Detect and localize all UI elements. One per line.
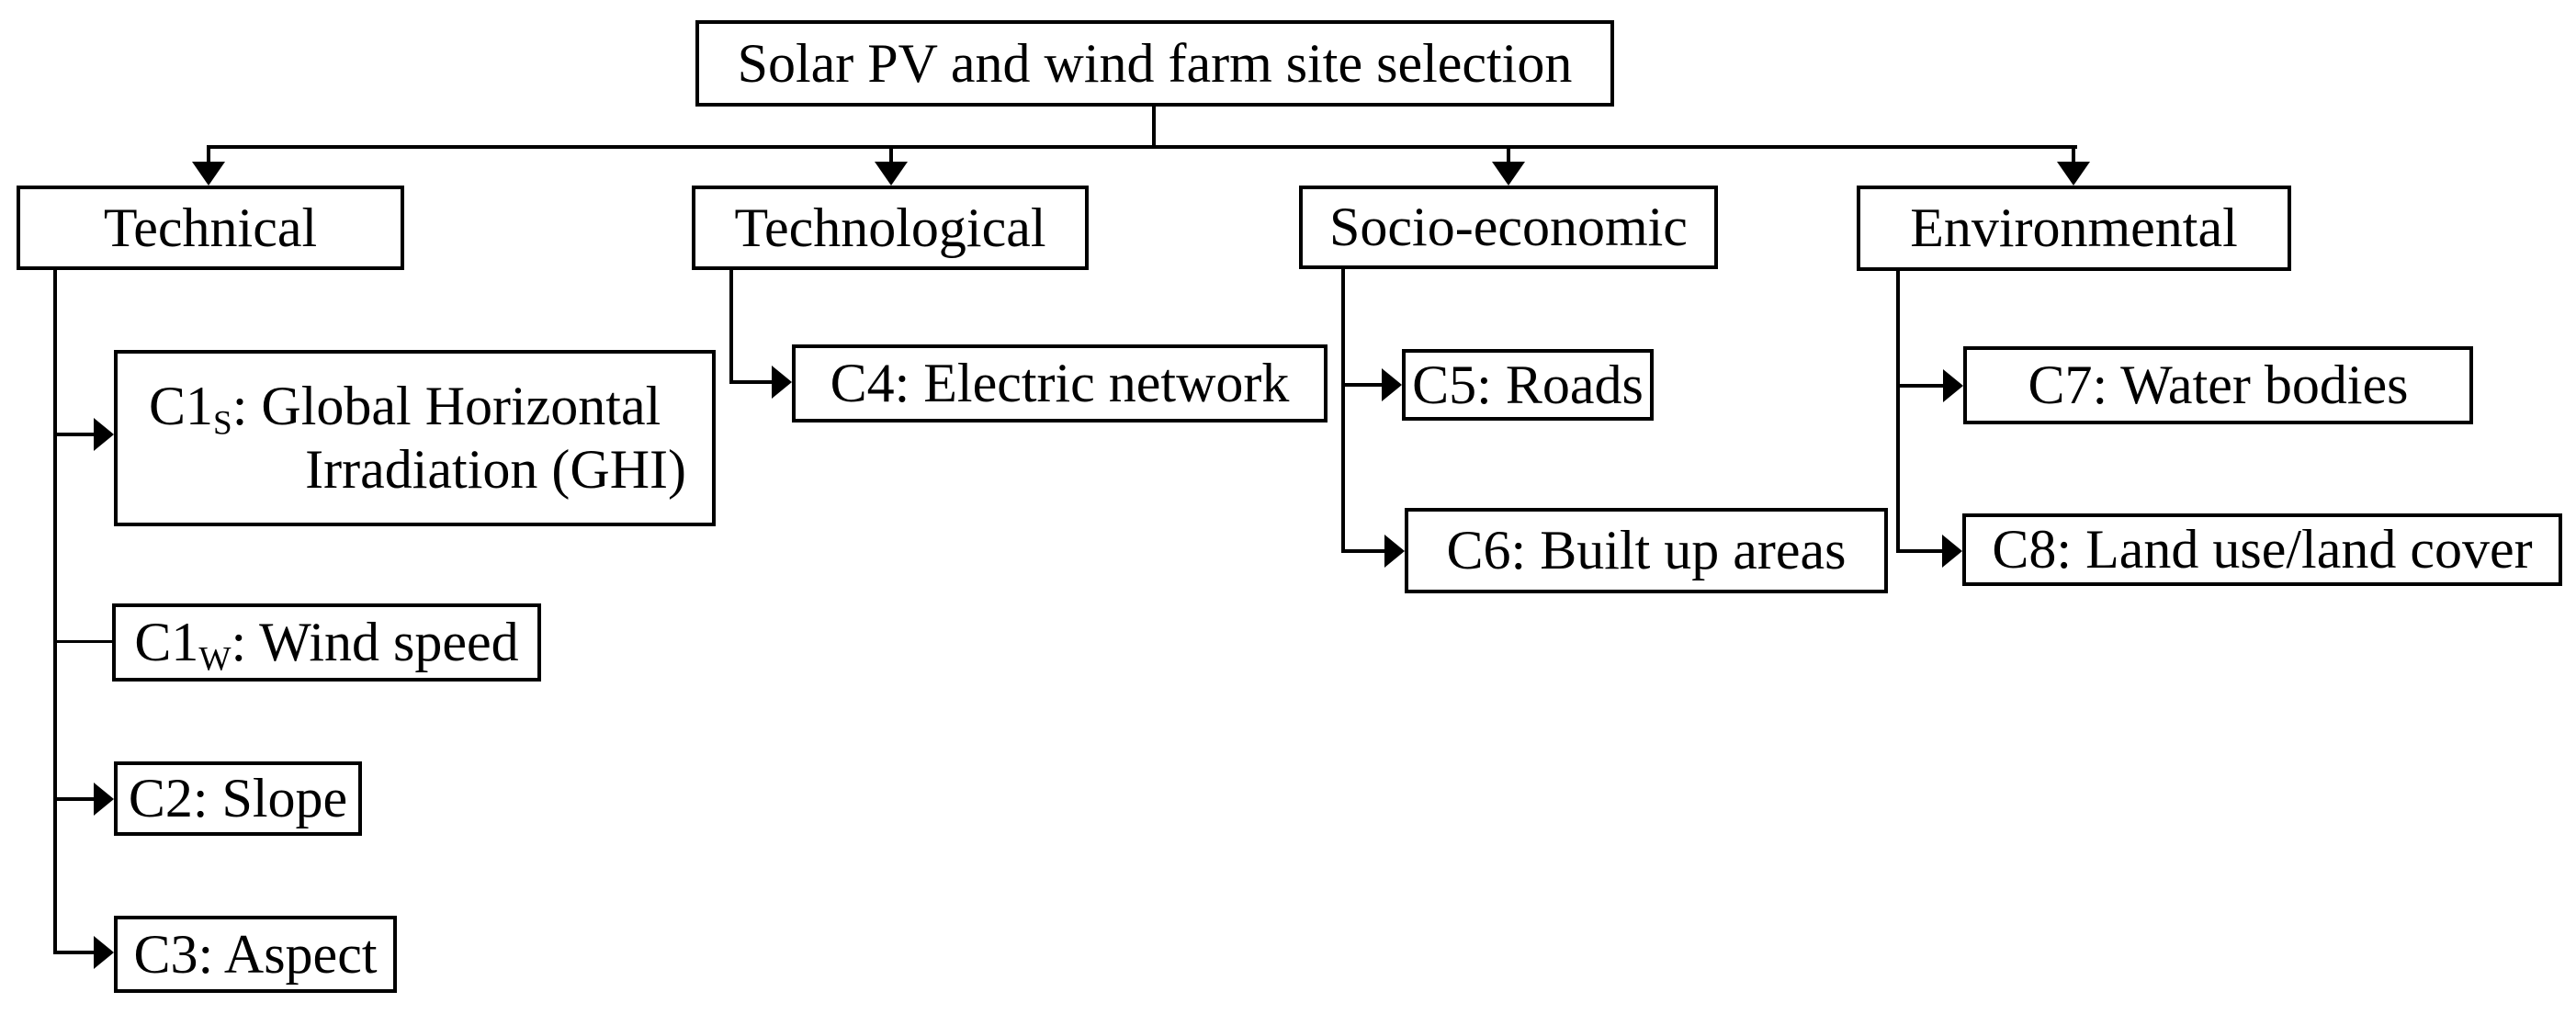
criterion-c1s-line2: Irradiation (GHI) <box>305 439 686 500</box>
criterion-c4-label: C4: Electric network <box>830 353 1290 413</box>
criterion-box-c1w-wind-speed: C1W: Wind speed <box>112 603 541 682</box>
arrowhead-right-c3-icon <box>94 936 114 969</box>
criterion-box-c7-water-bodies: C7: Water bodies <box>1963 346 2473 424</box>
connector-branch-c4 <box>729 380 774 384</box>
criterion-c1s-line1: C1S: Global Horizontal <box>118 375 712 441</box>
arrowhead-down-socio-economic-icon <box>1492 162 1525 186</box>
category-box-socio-economic: Socio-economic <box>1299 186 1718 269</box>
arrowhead-right-c1s-icon <box>94 418 114 451</box>
arrowhead-right-c2-icon <box>94 783 114 816</box>
connector-trunk-socio-economic <box>1341 267 1345 553</box>
criterion-c1w-label: C1W: Wind speed <box>134 611 519 677</box>
criterion-box-c1s-ghi: C1S: Global Horizontal Irradiation (GHI) <box>114 350 716 526</box>
connector-branch-c8 <box>1896 549 1942 553</box>
criterion-c2-label: C2: Slope <box>128 768 348 828</box>
connector-bus <box>207 145 2077 149</box>
criterion-box-c4-electric-network: C4: Electric network <box>792 344 1328 422</box>
criterion-box-c3-aspect: C3: Aspect <box>114 916 397 993</box>
category-box-technological: Technological <box>692 186 1089 270</box>
category-label-environmental: Environmental <box>1910 197 2238 258</box>
arrowhead-down-environmental-icon <box>2057 162 2090 186</box>
arrowhead-right-c6-icon <box>1384 535 1405 568</box>
criterion-c1s-prefix: C1 <box>149 376 214 436</box>
root-label: Solar PV and wind farm site selection <box>737 32 1573 94</box>
criterion-c3-label: C3: Aspect <box>133 923 378 985</box>
arrowhead-right-c8-icon <box>1942 535 1962 568</box>
connector-stem-technological <box>889 147 893 163</box>
connector-trunk-technical <box>53 268 57 954</box>
criterion-c1s-subscript: S <box>213 404 232 443</box>
arrowhead-right-c4-icon <box>772 366 792 399</box>
criterion-c5-label: C5: Roads <box>1412 354 1644 415</box>
category-box-environmental: Environmental <box>1857 186 2291 271</box>
connector-stem-socio-economic <box>1507 147 1510 163</box>
arrowhead-right-c7-icon <box>1943 369 1963 402</box>
category-label-socio-economic: Socio-economic <box>1329 197 1688 257</box>
connector-root-stub <box>1152 105 1156 147</box>
connector-trunk-environmental <box>1896 269 1900 553</box>
connector-branch-c6 <box>1341 549 1384 553</box>
criterion-box-c5-roads: C5: Roads <box>1402 349 1654 421</box>
criterion-c1w-prefix: C1 <box>134 612 199 672</box>
category-label-technological: Technological <box>734 197 1046 258</box>
criterion-c1w-rest: : Wind speed <box>231 612 519 672</box>
arrowhead-down-technological-icon <box>875 162 908 186</box>
criterion-c6-label: C6: Built up areas <box>1446 520 1847 580</box>
criterion-c1s-line1-rest: : Global Horizontal <box>232 376 661 436</box>
arrowhead-down-technical-icon <box>192 162 225 186</box>
arrowhead-right-c5-icon <box>1382 368 1402 401</box>
criterion-c7-label: C7: Water bodies <box>2028 355 2409 415</box>
criterion-c1w-subscript: W <box>198 640 232 679</box>
criterion-box-c2-slope: C2: Slope <box>114 761 362 836</box>
criterion-box-c8-land-use: C8: Land use/land cover <box>1962 513 2562 586</box>
connector-stem-technical <box>207 147 210 163</box>
connector-branch-c1s <box>53 433 96 436</box>
category-label-technical: Technical <box>103 197 318 258</box>
connector-branch-c2 <box>53 797 96 801</box>
connector-branch-c7 <box>1896 384 1943 388</box>
criterion-box-c6-built-up-areas: C6: Built up areas <box>1405 508 1888 593</box>
root-box: Solar PV and wind farm site selection <box>695 20 1614 107</box>
connector-trunk-technological <box>729 266 733 384</box>
connector-branch-c5 <box>1341 383 1382 387</box>
criterion-c8-label: C8: Land use/land cover <box>1992 519 2533 580</box>
connector-stem-environmental <box>2072 147 2075 163</box>
category-box-technical: Technical <box>17 186 404 270</box>
connector-branch-c3 <box>53 951 96 954</box>
connector-branch-c1w <box>53 640 112 643</box>
